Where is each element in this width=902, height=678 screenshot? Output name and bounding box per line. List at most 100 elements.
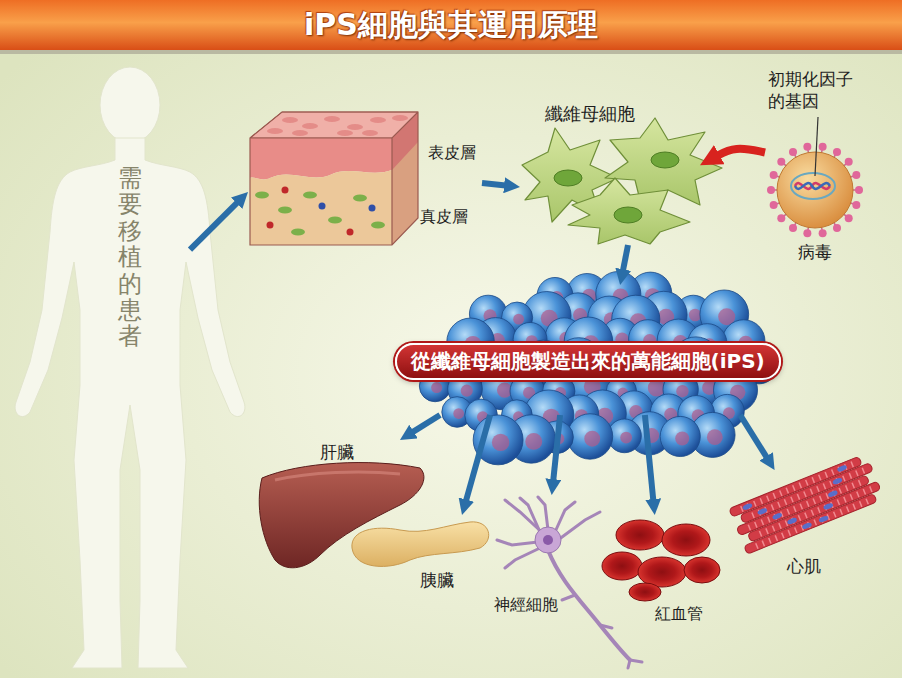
muscle-stripe — [766, 528, 768, 534]
red-blood-cell — [602, 552, 642, 580]
dermis-cell — [303, 192, 317, 199]
muscle-stripe — [798, 515, 800, 521]
muscle-stripe — [760, 498, 762, 504]
neuron-branch — [555, 502, 575, 532]
virus-gene-ring — [791, 173, 835, 199]
muscle-stripe — [825, 472, 827, 478]
dermis-cell — [328, 217, 342, 224]
ips-nucleus — [707, 429, 723, 445]
neuron-branch — [630, 660, 642, 662]
muscle-stripe — [772, 526, 774, 532]
muscle-stripe — [748, 525, 750, 531]
ips-nucleus — [648, 379, 665, 396]
muscle-stripe — [778, 502, 780, 508]
muscle-nucleus — [823, 502, 834, 510]
muscle-stripe — [837, 500, 839, 506]
muscle-stripe — [857, 492, 859, 498]
skin-texture — [302, 123, 318, 129]
liver: 肝臟 — [250, 440, 430, 575]
muscle-stripe — [849, 473, 851, 479]
virus-spike — [852, 171, 860, 179]
muscle-stripe — [811, 510, 813, 516]
muscle-stripe — [795, 528, 797, 534]
muscle-stripe — [866, 499, 868, 505]
nerve-cell: 神經細胞 — [488, 495, 606, 668]
title-bar — [0, 0, 902, 50]
muscle-stripe — [826, 493, 828, 499]
muscle-stripe — [793, 485, 795, 491]
skin-side-epidermis — [392, 112, 418, 170]
muscle-stripe — [805, 513, 807, 519]
muscle-nucleus — [818, 515, 829, 523]
red-blood-cells: 紅血管 — [608, 515, 722, 626]
muscle-stripe — [741, 506, 743, 512]
muscle-stripe — [823, 484, 825, 490]
muscle-stripe — [807, 501, 809, 507]
virus-spike — [777, 158, 785, 166]
muscle-stripe — [799, 483, 801, 489]
fibroblast — [568, 178, 690, 244]
muscle-stripe — [853, 504, 855, 510]
muscle-stripe — [819, 475, 821, 481]
muscle-stripe — [851, 462, 853, 468]
dermis-cell — [278, 207, 292, 214]
gene-transfer-arrow — [715, 149, 765, 157]
heart-muscle — [729, 453, 885, 554]
muscle-nucleus — [836, 464, 847, 472]
muscle-nucleus — [742, 502, 753, 510]
muscle-fiber — [744, 493, 877, 554]
flow-arrow — [465, 415, 490, 503]
muscle-nucleus — [801, 522, 812, 530]
skin-texture — [370, 117, 386, 123]
muscle-stripe — [860, 501, 862, 507]
dermis-layer — [250, 170, 392, 245]
muscle-stripe — [863, 489, 865, 495]
fibroblast-cells: 纖維母細胞 — [520, 100, 700, 245]
neuron-branch — [520, 498, 540, 532]
ips-nucleus — [584, 431, 600, 447]
muscle-stripe — [813, 498, 815, 504]
muscle-stripe — [850, 494, 852, 500]
patient-silhouette — [15, 67, 245, 668]
part-label: 纖維母細胞 — [545, 103, 635, 126]
dermis-cell — [267, 222, 274, 229]
muscle-stripe — [840, 509, 842, 515]
virus-spike — [767, 186, 775, 194]
dermis-cell — [319, 203, 326, 210]
part-label: 心肌 — [787, 556, 821, 577]
ips-nucleus — [620, 432, 632, 444]
muscle-stripe — [830, 481, 832, 487]
flow-arrow — [482, 183, 508, 186]
red-blood-cell — [638, 557, 686, 587]
muscle-stripe — [800, 504, 802, 510]
neuron-body — [535, 527, 561, 553]
skin-texture — [282, 117, 298, 123]
skin-texture — [347, 124, 363, 130]
muscle-stripe — [773, 493, 775, 499]
muscle-stripe — [771, 505, 773, 511]
dermis-cell — [369, 205, 376, 212]
muscle-stripe — [756, 543, 758, 549]
muscle-stripe — [794, 506, 796, 512]
neuron-branch — [600, 625, 612, 628]
ips-nucleus — [431, 382, 442, 393]
virus-spike — [833, 224, 841, 232]
muscle-stripe — [834, 512, 836, 518]
virus-spike — [819, 229, 827, 237]
dermis-cell — [371, 222, 385, 229]
flow-arrow — [190, 200, 239, 249]
part-label: 表皮層 — [428, 143, 476, 163]
ips-nucleus — [453, 408, 464, 419]
dermis-cell — [255, 192, 269, 199]
dermis-cell — [291, 229, 305, 236]
flow-arrow — [622, 245, 628, 273]
ips-nucleus — [676, 385, 688, 397]
patient-silhouette: 需要移植的患者 — [35, 60, 190, 670]
vertical-label: 需要移植的患者 — [118, 165, 142, 350]
virus-gene — [795, 183, 830, 189]
ips-nucleus — [492, 434, 509, 451]
muscle-nucleus — [827, 490, 838, 498]
part-label: 肝臟 — [320, 442, 354, 463]
virus-spike — [852, 201, 860, 209]
patient-body — [15, 138, 245, 668]
